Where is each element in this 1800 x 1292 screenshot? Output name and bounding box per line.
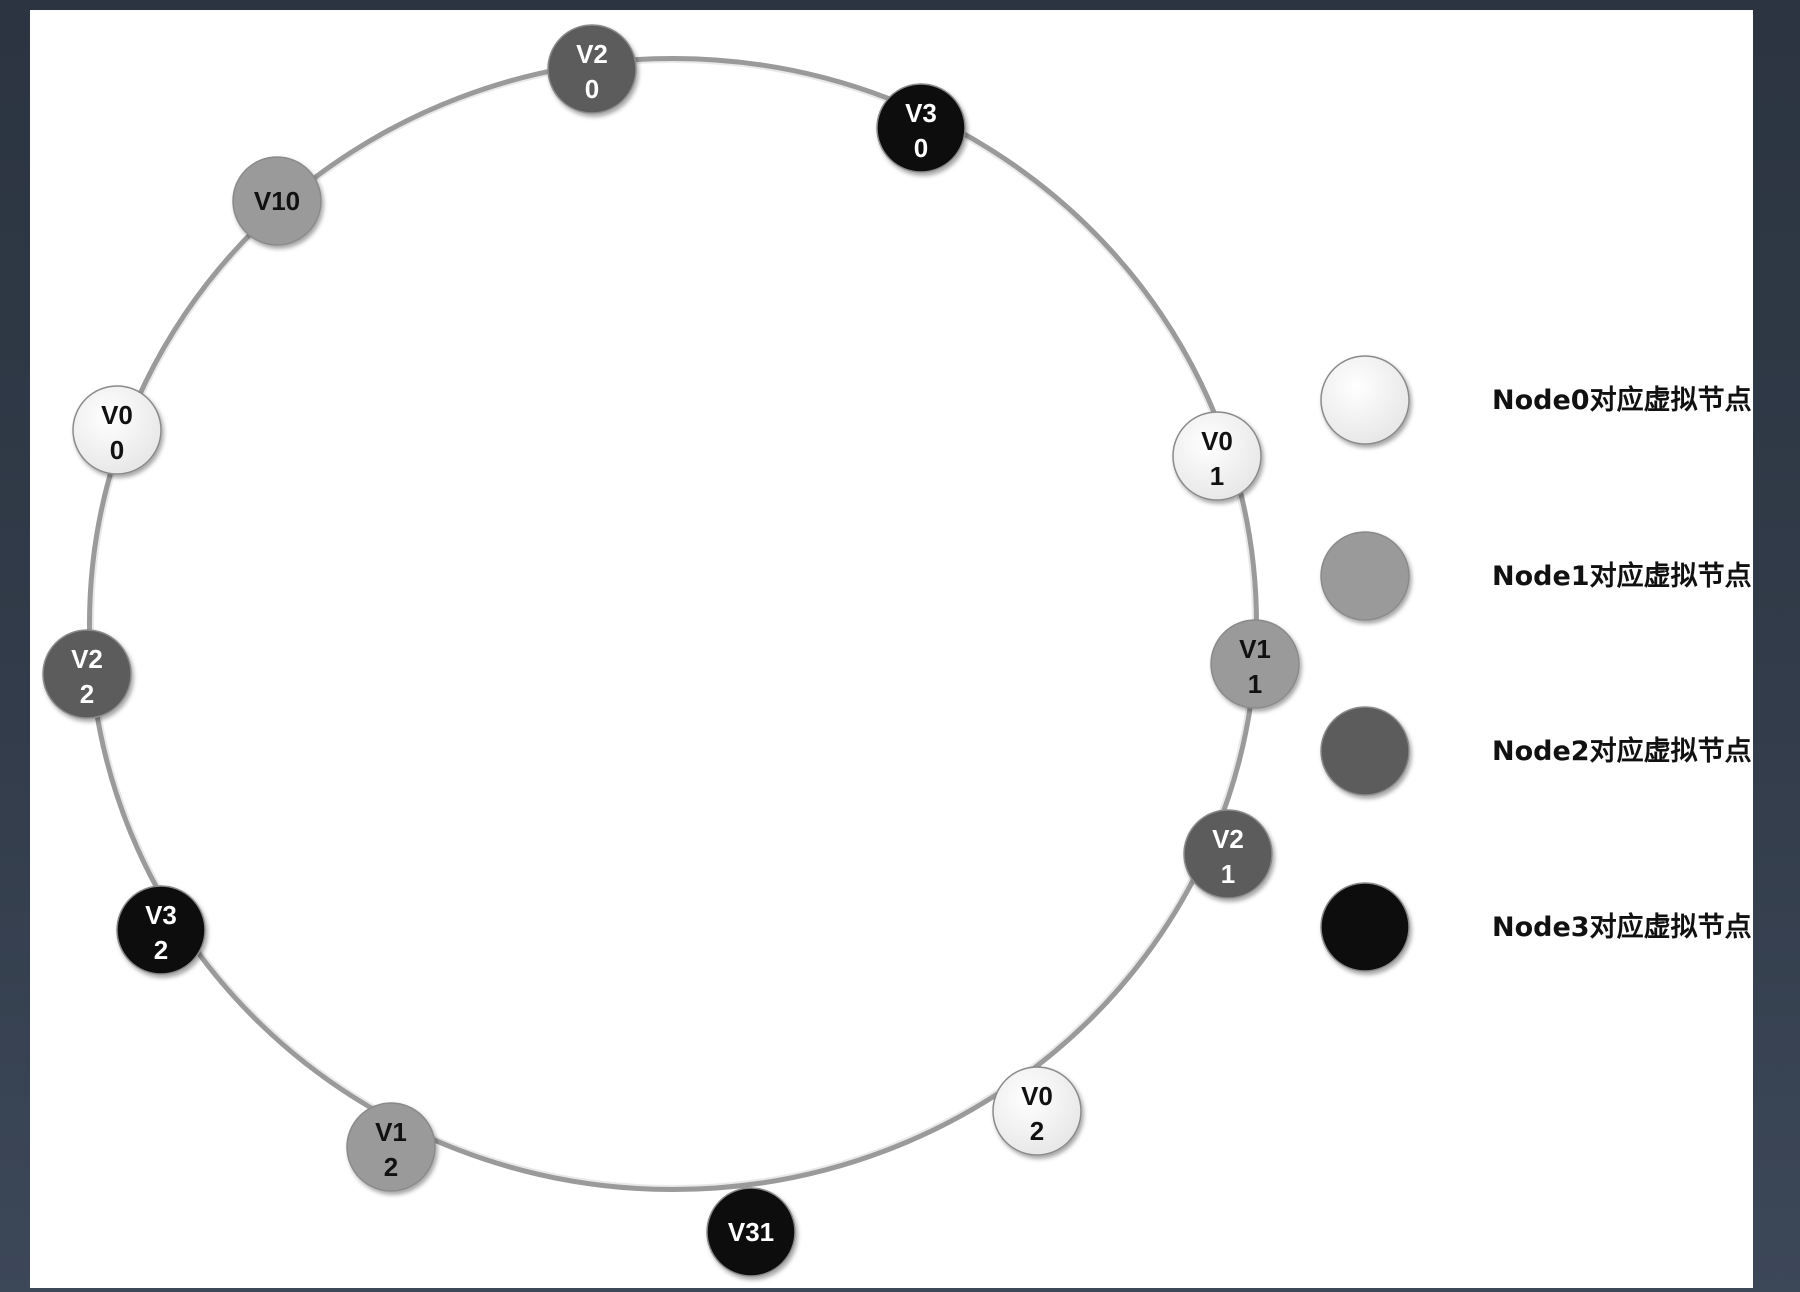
legend-label: Node1对应虚拟节点 xyxy=(1492,560,1752,592)
ring-node-circle xyxy=(1172,411,1262,501)
ring-node-circle xyxy=(1183,809,1273,899)
ring-node-v0-1: V01 xyxy=(1172,411,1262,501)
ring-node-circle xyxy=(706,1187,796,1277)
ring-node-v2-1: V21 xyxy=(1183,809,1273,899)
ring-node-label-line2: 1 xyxy=(1210,461,1224,491)
ring-node-circle xyxy=(116,885,206,975)
ring-node-label-line2: 2 xyxy=(154,935,168,965)
legend-swatch xyxy=(1320,882,1410,972)
ring-node-v3-0: V30 xyxy=(876,83,966,173)
legend: Node0对应虚拟节点 Node1对应虚拟节点 Node2对应虚拟节点 Node3对应… xyxy=(1320,355,1752,972)
ring-node-label-line2: 0 xyxy=(914,133,928,163)
ring-node-circle xyxy=(346,1102,436,1192)
ring-node-circle xyxy=(1210,619,1300,709)
ring-node-label: V10 xyxy=(254,186,300,216)
ring-node-label-line1: V1 xyxy=(1239,634,1271,664)
legend-item-node3: Node3对应虚拟节点 xyxy=(1320,882,1752,972)
ring-node-label-line2: 0 xyxy=(585,74,599,104)
ring-node-circle xyxy=(876,83,966,173)
ring-node-v1-1: V11 xyxy=(1210,619,1300,709)
ring-node-label-line1: V3 xyxy=(145,900,177,930)
ring-node-v3-2: V32 xyxy=(116,885,206,975)
ring-node-label-line1: V2 xyxy=(71,644,103,674)
ring-node-label-line2: 2 xyxy=(80,679,94,709)
ring-node-v2-2: V22 xyxy=(42,629,132,719)
legend-item-node0: Node0对应虚拟节点 xyxy=(1320,355,1752,445)
ring-node-v0-2: V02 xyxy=(992,1066,1082,1156)
ring-node-label-line2: 2 xyxy=(384,1152,398,1182)
ring-node-label-line1: V2 xyxy=(576,39,608,69)
ring-node-label-line1: V3 xyxy=(905,98,937,128)
ring-node-v0-0: V00 xyxy=(72,385,162,475)
ring-node-label-line1: V0 xyxy=(101,400,133,430)
ring-node-circle xyxy=(42,629,132,719)
ring-node-label-line2: 2 xyxy=(1030,1116,1044,1146)
legend-label: Node0对应虚拟节点 xyxy=(1492,384,1752,416)
ring-node-circle xyxy=(547,24,637,114)
ring-node-circle xyxy=(72,385,162,475)
ring-node-circle xyxy=(232,156,322,246)
legend-swatch xyxy=(1320,531,1410,621)
ring-node-label-line1: V2 xyxy=(1212,824,1244,854)
ring-node-label-line1: V1 xyxy=(375,1117,407,1147)
ring-node-label-line1: V0 xyxy=(1021,1081,1053,1111)
ring-node-v1-2: V12 xyxy=(346,1102,436,1192)
ring-node-label-line2: 0 xyxy=(110,435,124,465)
legend-label: Node2对应虚拟节点 xyxy=(1492,735,1752,767)
legend-swatch xyxy=(1320,355,1410,445)
ring-node-v1-0: V10 xyxy=(232,156,322,246)
legend-label: Node3对应虚拟节点 xyxy=(1492,911,1752,943)
ring-node-label-line2: 1 xyxy=(1221,859,1235,889)
ring-node-v3-1: V31 xyxy=(706,1187,796,1277)
legend-item-node1: Node1对应虚拟节点 xyxy=(1320,531,1752,621)
ring-node-v2-0-top: V20 xyxy=(547,24,637,114)
ring-node-label-line2: 1 xyxy=(1248,669,1262,699)
ring-node-label: V31 xyxy=(728,1217,774,1247)
legend-item-node2: Node2对应虚拟节点 xyxy=(1320,706,1752,796)
ring-node-label-line1: V0 xyxy=(1201,426,1233,456)
ring-node-circle xyxy=(992,1066,1082,1156)
legend-swatch xyxy=(1320,706,1410,796)
